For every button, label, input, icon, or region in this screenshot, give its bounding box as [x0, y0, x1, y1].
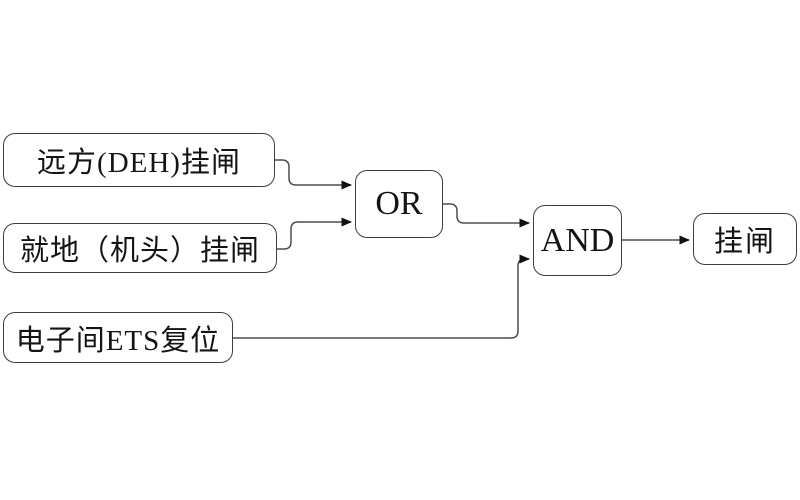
node-label: 电子间ETS复位: [15, 324, 221, 357]
node-remote-deh-latch: 远方(DEH)挂闸: [3, 133, 275, 187]
node-label: OR: [375, 185, 423, 222]
node-and-gate: AND: [533, 205, 622, 276]
edge-or-to-and: [443, 203, 530, 228]
edge-ets-to-and: [233, 254, 530, 339]
node-electronics-room-ets-reset: 电子间ETS复位: [3, 312, 233, 363]
node-or-gate: OR: [355, 170, 443, 238]
node-label: 就地（机头）挂闸: [19, 235, 260, 267]
node-latch-output: 挂闸: [693, 213, 797, 265]
node-label: 远方(DEH)挂闸: [37, 147, 241, 179]
edge-local-to-or: [277, 217, 352, 250]
edge-remote-to-or: [275, 159, 352, 190]
node-label: 挂闸: [713, 226, 776, 258]
node-label: AND: [540, 221, 615, 259]
node-local-head-latch: 就地（机头）挂闸: [3, 223, 277, 273]
